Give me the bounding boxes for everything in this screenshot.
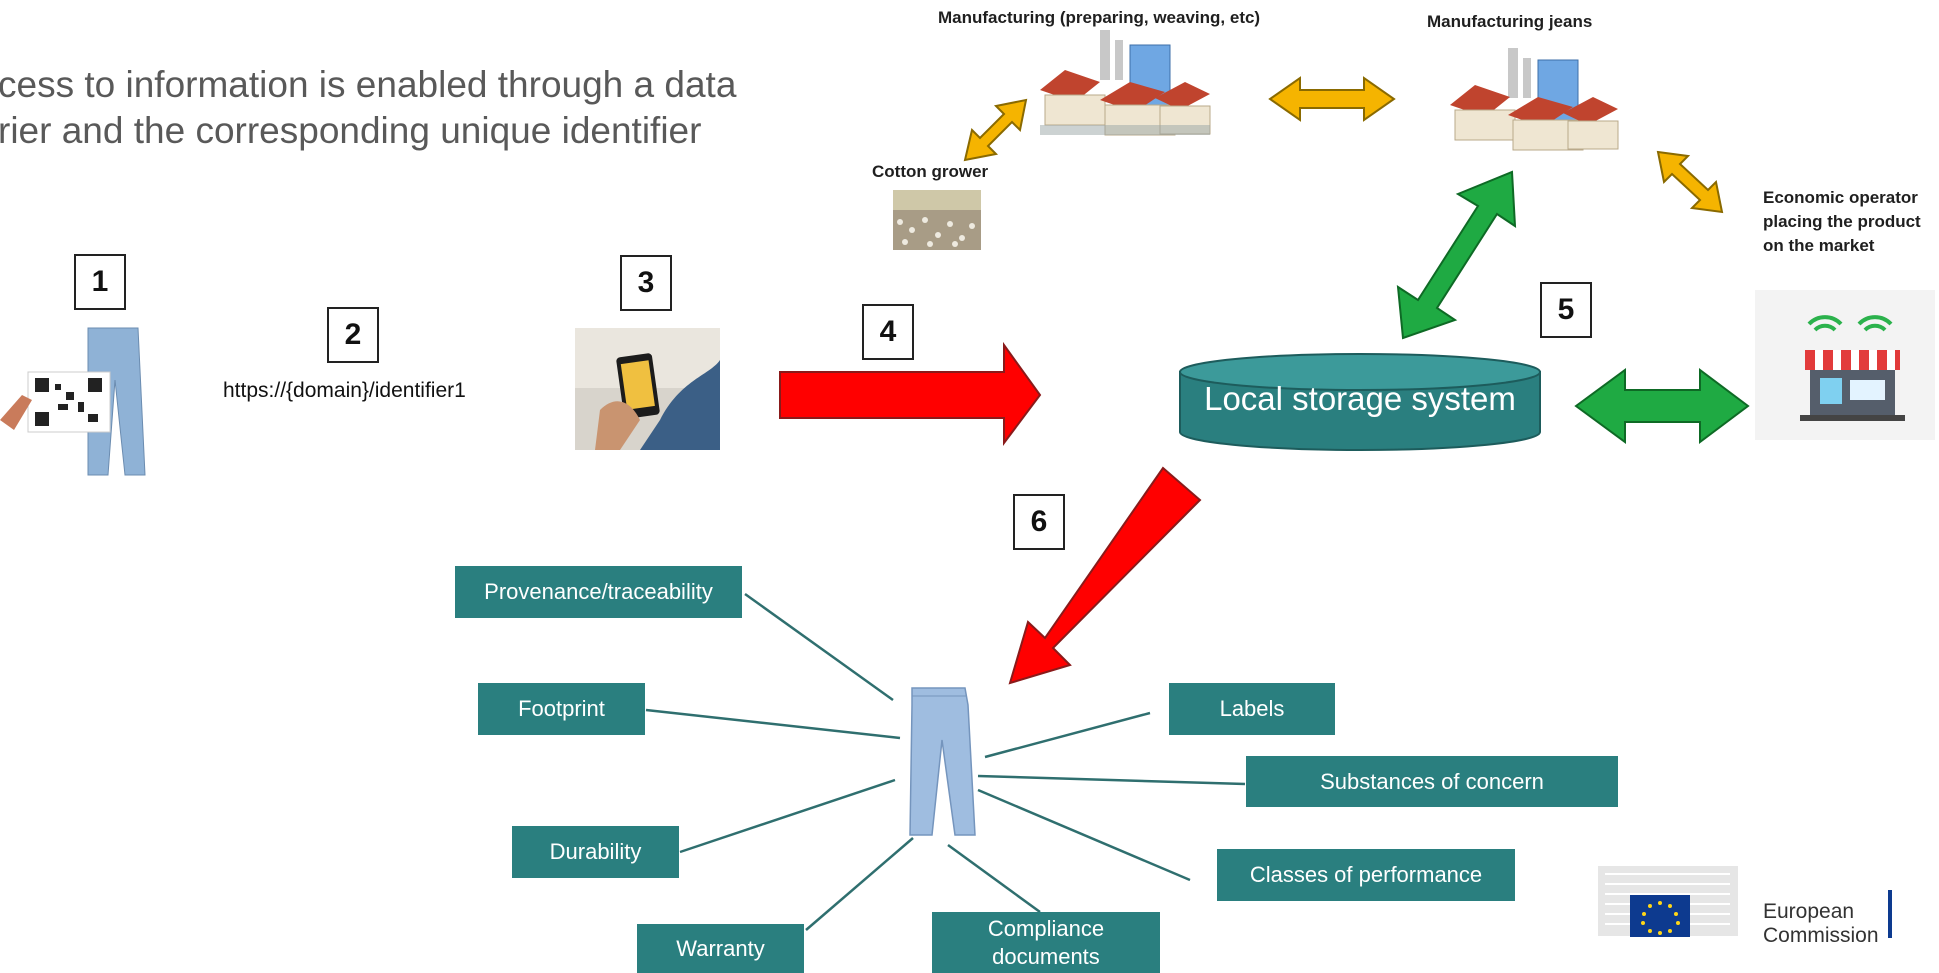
- box-provenance: Provenance/traceability: [455, 566, 742, 618]
- connector-lines: [645, 592, 1246, 931]
- yellow-arrow-cotton: [963, 98, 1028, 162]
- jeans-qr-image: [0, 327, 146, 476]
- connector-performance: [977, 788, 1191, 882]
- step-3-box: 3: [620, 255, 672, 311]
- connector-durability: [679, 778, 896, 854]
- label-cotton-grower: Cotton grower: [872, 162, 989, 181]
- local-storage-label: Local storage system: [1204, 380, 1516, 417]
- box-durability: Durability: [512, 826, 679, 878]
- box-warranty: Warranty: [637, 924, 804, 973]
- green-arrow-horizontal: [1574, 368, 1750, 444]
- jeans-center-image: [909, 687, 976, 836]
- connector-warranty: [805, 837, 914, 931]
- european-commission-logo-text: European Commission: [1763, 900, 1879, 947]
- step-5-box: 5: [1540, 282, 1592, 338]
- box-performance: Classes of performance: [1217, 849, 1515, 901]
- storage-cylinder: [1179, 353, 1541, 451]
- box-substances: Substances of concern: [1246, 756, 1618, 807]
- connector-footprint: [645, 708, 901, 740]
- step-4-box: 4: [862, 304, 914, 360]
- yellow-arrow-factories: [1268, 76, 1396, 122]
- factory-icon-prep: [1040, 30, 1211, 136]
- eu-logo-emblem: [1598, 866, 1892, 938]
- connector-labels: [984, 711, 1151, 759]
- yellow-arrow-operator: [1656, 150, 1724, 214]
- identifier-url: https://{domain}/identifier1: [223, 379, 466, 402]
- phone-scan-image: [575, 328, 720, 450]
- box-labels: Labels: [1169, 683, 1335, 735]
- factory-icon-jeans: [1450, 48, 1619, 151]
- headline: cess to information is enabled through a…: [0, 62, 758, 154]
- connector-provenance: [744, 592, 894, 702]
- green-arrow-diagonal: [1396, 170, 1517, 340]
- box-compliance: Compliance documents: [932, 912, 1160, 973]
- connector-substances: [977, 774, 1246, 786]
- label-manufacturing-jeans: Manufacturing jeans: [1427, 12, 1593, 31]
- label-manufacturing-prep: Manufacturing (preparing, weaving, etc): [938, 8, 1261, 27]
- step-1-box: 1: [74, 254, 126, 310]
- step-2-box: 2: [327, 307, 379, 363]
- red-arrow-4: [779, 341, 1042, 446]
- shop-icon: [1755, 290, 1935, 440]
- box-footprint: Footprint: [478, 683, 645, 735]
- connector-compliance: [947, 843, 1041, 914]
- headline-line-1: cess to information is enabled through a…: [0, 64, 737, 105]
- step-6-box: 6: [1013, 494, 1065, 550]
- headline-line-2: rier and the corresponding unique identi…: [0, 110, 702, 151]
- red-arrow-6: [1008, 466, 1202, 685]
- cotton-field-image: [893, 190, 981, 250]
- label-economic-operator: Economic operator placing the product on…: [1763, 188, 1921, 255]
